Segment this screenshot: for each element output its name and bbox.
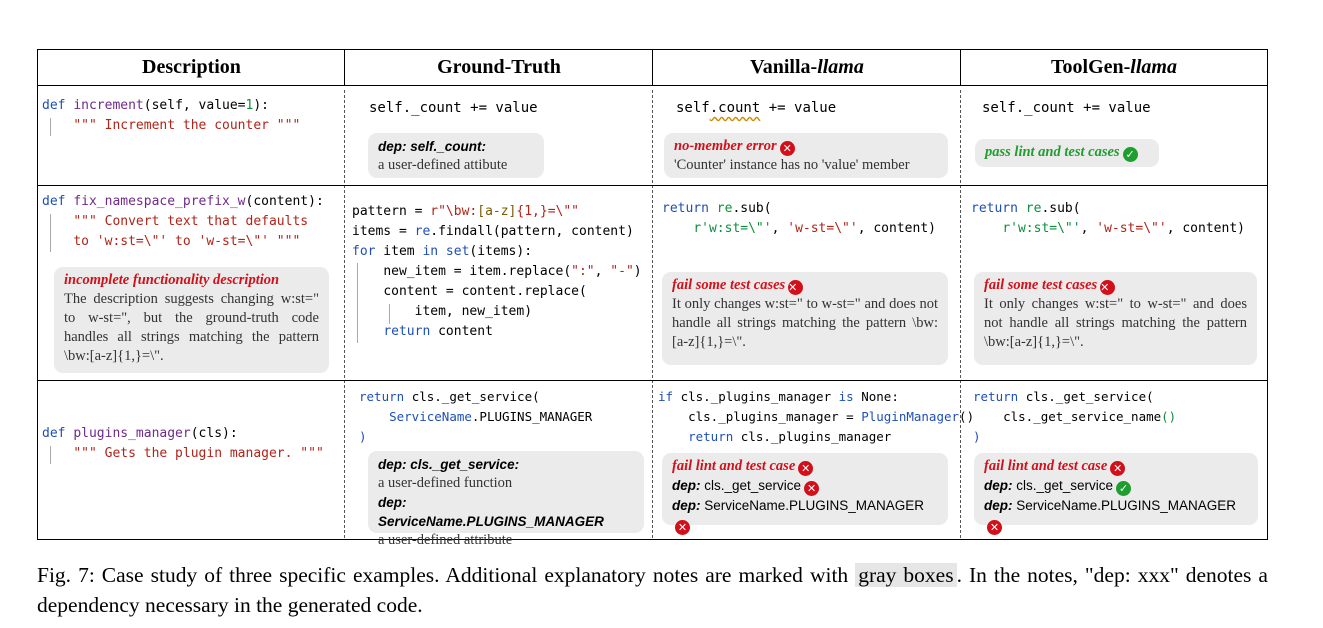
header-divider: [960, 50, 961, 86]
x-circle-icon: ✕: [798, 461, 814, 476]
x-circle-icon: ✕: [1110, 461, 1126, 476]
row3-toolgen-code: return cls._get_service( cls._get_servic…: [973, 389, 1177, 444]
header-toolgen-llama: ToolGen-llama: [961, 50, 1267, 86]
caption-gray-box: gray boxes: [855, 563, 957, 587]
row2-vanilla-code: return re.sub( r'w:st=\"', 'w-st=\"', co…: [662, 201, 936, 236]
column-separator: [344, 90, 345, 538]
row2-description-code: def fix_namespace_prefix_w(content): """…: [42, 194, 324, 249]
header-divider: [344, 50, 345, 86]
row1-vanilla-note: no-member error✕ 'Counter' instance has …: [664, 133, 948, 178]
header-description: Description: [38, 50, 345, 86]
check-circle-icon: ✓: [1116, 481, 1132, 496]
column-separator: [960, 90, 961, 538]
row1-ground-truth-code: self._count += value: [369, 100, 538, 116]
case-study-figure: Description Ground-Truth Vanilla-llama T…: [37, 49, 1268, 548]
row1-toolgen-note: pass lint and test cases✓: [975, 139, 1159, 167]
indent-guide: [357, 263, 358, 343]
indent-guide: [50, 446, 51, 464]
row1-vanilla-code: self.count += value: [676, 100, 837, 116]
row1-ground-truth-note: dep: self._count: a user-defined attibut…: [368, 133, 544, 178]
x-circle-icon: ✕: [675, 520, 690, 535]
row-separator: [38, 185, 1267, 186]
row3-toolgen-note: fail lint and test case✕ dep: cls._get_s…: [974, 453, 1258, 535]
figure-caption: Fig. 7: Case study of three specific exa…: [37, 563, 1268, 617]
header-ground-truth: Ground-Truth: [345, 50, 653, 86]
indent-guide: [50, 118, 51, 136]
indent-guide: [389, 304, 390, 324]
row2-ground-truth-code: pattern = r"\bw:[a-z]{1,}=\"" items = re…: [352, 204, 642, 339]
row2-description-note: incomplete functionality description The…: [54, 267, 329, 373]
row1-description-code: def increment(self, value=1): """ Increm…: [42, 98, 301, 133]
row3-vanilla-note: fail lint and test case✕ dep: cls._get_s…: [662, 453, 948, 535]
column-separator: [652, 90, 653, 538]
x-circle-icon: ✕: [1100, 280, 1116, 295]
row3-description-code: def plugins_manager(cls): """ Gets the p…: [42, 426, 324, 461]
row2-toolgen-note: fail some test cases✕ It only changes w:…: [974, 272, 1257, 365]
row3-ground-truth-note: dep: cls._get_service: a user-defined fu…: [368, 451, 644, 548]
header-vanilla-llama: Vanilla-llama: [653, 50, 961, 86]
x-circle-icon: ✕: [788, 280, 804, 295]
row2-toolgen-code: return re.sub( r'w:st=\"', 'w-st=\"', co…: [971, 201, 1245, 236]
row3-ground-truth-code: return cls._get_service( ServiceName.PLU…: [359, 389, 593, 444]
check-circle-icon: ✓: [1122, 147, 1138, 162]
x-circle-icon: ✕: [987, 520, 1002, 535]
header-divider: [652, 50, 653, 86]
row1-toolgen-code: self._count += value: [982, 100, 1151, 116]
row-separator: [38, 380, 1267, 381]
x-circle-icon: ✕: [779, 141, 795, 156]
row2-vanilla-note: fail some test cases✕ It only changes w:…: [662, 272, 948, 365]
row3-vanilla-code: if cls._plugins_manager is None: cls._pl…: [658, 389, 975, 444]
x-circle-icon: ✕: [804, 481, 820, 496]
indent-guide: [50, 214, 51, 252]
